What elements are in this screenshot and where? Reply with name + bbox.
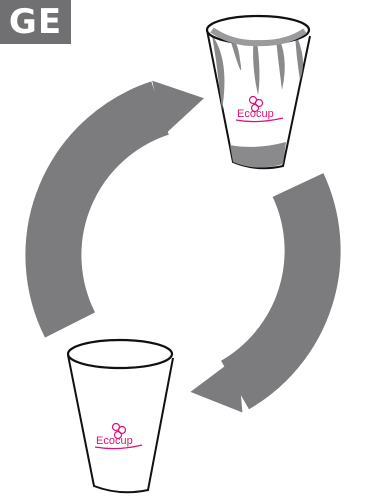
- clean-cup: Ecocup: [68, 340, 173, 492]
- cycle-arrow-icon-left: [53, 71, 209, 325]
- dirty-cup: Ecocup: [207, 16, 310, 168]
- cycle-arrow-icon-right: [188, 185, 313, 417]
- brand-label-top: Ecocup: [237, 108, 274, 120]
- brand-label-bottom: Ecocup: [96, 435, 133, 447]
